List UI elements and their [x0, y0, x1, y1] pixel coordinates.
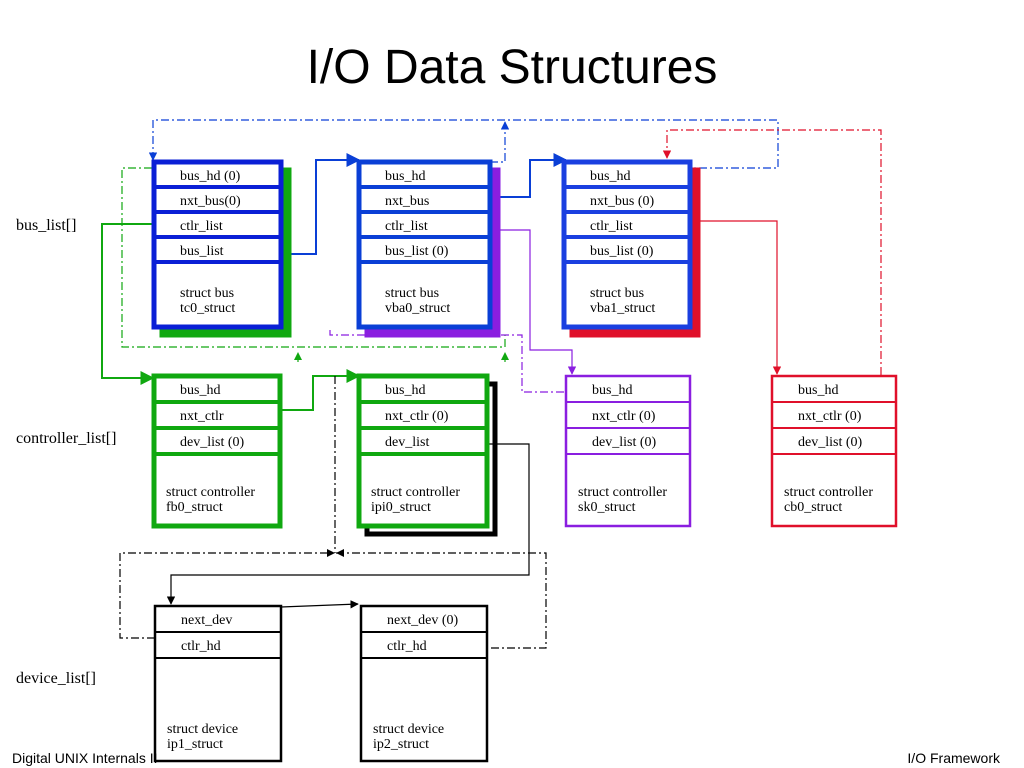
connector-vba-up	[490, 121, 510, 163]
struct-name: sk0_struct	[578, 500, 636, 515]
struct-type-label: struct device	[167, 722, 238, 737]
struct-type-label: struct controller	[784, 485, 873, 500]
struct-vba0: bus_hd nxt_bus ctlr_list bus_list (0) struct…	[356, 159, 501, 338]
struct-field: next_dev (0)	[387, 613, 458, 628]
struct-field: ctlr_list	[385, 219, 428, 234]
struct-field: nxt_bus(0)	[180, 194, 241, 209]
connector-purple-dashdot	[329, 330, 566, 393]
connector-buslist-to-fb0	[101, 223, 155, 385]
struct-field: bus_hd	[385, 169, 425, 184]
struct-field: bus_hd	[592, 383, 632, 398]
struct-vba1: bus_hd nxt_bus (0) ctlr_list bus_list (0) st…	[561, 159, 701, 338]
struct-field: dev_list (0)	[180, 435, 244, 450]
struct-field: dev_list (0)	[592, 435, 656, 450]
struct-field: ctlr_hd	[387, 639, 427, 654]
struct-type-label: struct controller	[578, 485, 667, 500]
arrow-up-1	[294, 352, 302, 360]
arrow-left-ctlr	[336, 549, 344, 557]
struct-field: bus_list (0)	[385, 244, 449, 259]
struct-name: tc0_struct	[180, 301, 235, 316]
struct-field: ctlr_hd	[181, 639, 221, 654]
bus-list-label: bus_list[]	[16, 217, 77, 234]
connector-vba1-to-cb0	[690, 220, 782, 375]
device-list-label: device_list[]	[16, 670, 96, 687]
struct-frame	[356, 159, 493, 330]
struct-field: ctlr_list	[590, 219, 633, 234]
struct-field: bus_hd	[385, 383, 425, 398]
struct-field: bus_hd	[798, 383, 838, 398]
struct-name: vba0_struct	[385, 301, 450, 316]
connector-vba0-to-sk0	[490, 229, 577, 375]
struct-field: bus_hd (0)	[180, 169, 241, 184]
struct-field: next_dev	[181, 613, 232, 628]
struct-type-label: struct bus	[590, 286, 644, 301]
struct-field: bus_hd	[590, 169, 630, 184]
struct-name: ip1_struct	[167, 737, 223, 752]
struct-name: ipi0_struct	[371, 500, 431, 515]
connector-ip1-to-ip2	[280, 600, 359, 609]
struct-type-label: struct bus	[385, 286, 439, 301]
struct-tc0: bus_hd (0) nxt_bus(0) ctlr_list bus_liststr…	[151, 159, 292, 338]
struct-name: fb0_struct	[166, 500, 223, 515]
struct-field: nxt_ctlr	[180, 409, 224, 424]
struct-field: dev_list (0)	[798, 435, 862, 450]
connector-ipi0-to-ip1	[166, 443, 530, 605]
struct-type-label: struct device	[373, 722, 444, 737]
struct-field: nxt_ctlr (0)	[385, 409, 449, 424]
struct-field: nxt_bus	[385, 194, 429, 209]
connector-tc0-to-vba0	[281, 153, 361, 255]
struct-field: bus_list (0)	[590, 244, 654, 259]
struct-field: bus_hd	[180, 383, 220, 398]
controller-list-label: controller_list[]	[16, 430, 117, 447]
struct-type-label: struct controller	[166, 485, 255, 500]
arrow-up-2	[501, 352, 509, 360]
struct-name: cb0_struct	[784, 500, 842, 515]
page-title: I/O Data Structures	[306, 41, 718, 94]
struct-type-label: struct bus	[180, 286, 234, 301]
footer-left: Digital UNIX Internals II	[12, 750, 158, 766]
struct-field: dev_list	[385, 435, 429, 450]
connector-vba0-to-vba1	[490, 153, 568, 198]
struct-name: vba1_struct	[590, 301, 655, 316]
struct-field: bus_list	[180, 244, 224, 259]
struct-frame	[561, 159, 693, 330]
struct-name: ip2_struct	[373, 737, 429, 752]
arrow-right-ctlr	[327, 549, 335, 557]
struct-field: nxt_ctlr (0)	[592, 409, 656, 424]
struct-field: nxt_ctlr (0)	[798, 409, 862, 424]
struct-field: ctlr_list	[180, 219, 223, 234]
struct-frame	[151, 159, 284, 330]
struct-fb0: bus_hd nxt_ctlr dev_list (0) struct control…	[151, 373, 283, 529]
connector-bus-hd-loop	[148, 119, 779, 169]
struct-sk0: bus_hd nxt_ctlr (0) dev_list (0) struct con…	[564, 374, 692, 528]
struct-cb0: bus_hd nxt_ctlr (0) dev_list (0) struct con…	[770, 374, 898, 528]
struct-field: nxt_bus (0)	[590, 194, 655, 209]
connector-cb0-up	[662, 129, 882, 375]
footer-right: I/O Framework	[907, 750, 1000, 766]
struct-type-label: struct controller	[371, 485, 460, 500]
connector-fb0-to-ipi0	[280, 369, 361, 411]
